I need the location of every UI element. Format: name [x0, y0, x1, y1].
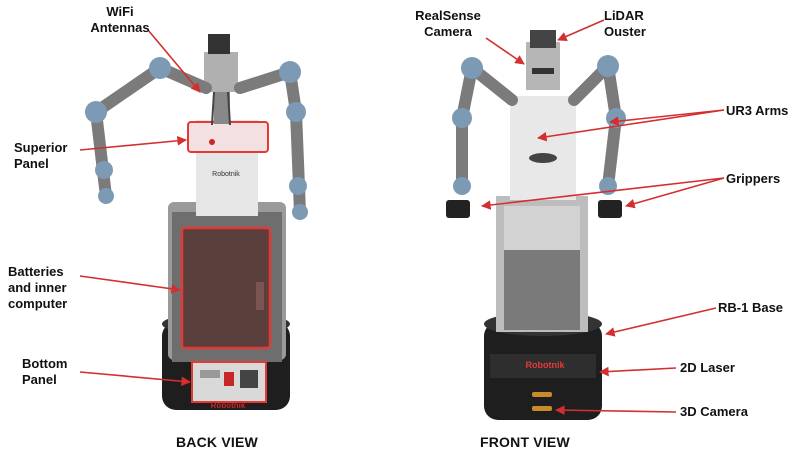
arrow-laser — [599, 366, 677, 377]
front-left-arm — [456, 62, 518, 192]
svg-text:Robotnik: Robotnik — [526, 360, 566, 370]
arrow-lidar — [557, 19, 605, 41]
label-batteries: Batteries and inner computer — [8, 264, 67, 312]
label-rb1-base: RB-1 Base — [718, 300, 784, 315]
label-superior-panel-text: Superior Panel — [14, 140, 68, 171]
front-torso — [510, 96, 576, 200]
superior-panel — [187, 121, 269, 153]
batteries-panel — [180, 226, 272, 350]
label-ur3-arms: UR3 Arms — [726, 103, 789, 118]
label-bottom-panel-text: Bottom Panel — [22, 356, 68, 387]
front-head — [526, 42, 560, 90]
label-bottom-panel: Bottom Panel — [22, 356, 68, 388]
arrow-arms-left — [537, 109, 725, 142]
front-right-gripper — [598, 200, 622, 218]
back-right-arm — [234, 66, 306, 218]
label-wifi-antennas-text: WiFi Antennas — [90, 4, 150, 35]
label-lidar-text: LiDAR Ouster — [604, 8, 646, 39]
label-batteries-text: Batteries and inner computer — [8, 264, 68, 311]
arrow-arms-right — [609, 109, 725, 126]
label-3d-camera: 3D Camera — [680, 404, 748, 419]
arrow-grippers-left — [481, 177, 725, 210]
arrow-wifi — [147, 29, 201, 93]
arrow-base — [605, 307, 717, 337]
label-wifi-antennas: WiFi Antennas — [88, 4, 152, 36]
arrow-3dcamera — [555, 405, 677, 415]
label-grippers: Grippers — [726, 171, 781, 186]
arrow-superior — [79, 136, 187, 151]
svg-text:Robotnik: Robotnik — [212, 171, 240, 178]
arrow-grippers-right — [625, 177, 725, 209]
front-view-title: FRONT VIEW — [480, 434, 570, 450]
arrow-batteries — [79, 275, 181, 294]
front-view-robot: Robotnik — [446, 30, 626, 420]
label-realsense-text: RealSense Camera — [415, 8, 481, 39]
front-left-gripper — [446, 200, 470, 218]
front-right-arm — [568, 60, 622, 192]
label-superior-panel: Superior Panel — [14, 140, 67, 172]
back-view-title: BACK VIEW — [176, 434, 258, 450]
annotation-arrows — [79, 19, 725, 415]
label-lidar: LiDAR Ouster — [604, 8, 646, 40]
back-brand-mark: Robotnik — [211, 401, 246, 410]
arrow-bottom — [79, 371, 191, 386]
back-view-robot: Robotnik Robotnik — [85, 34, 308, 410]
label-2d-laser: 2D Laser — [680, 360, 735, 375]
back-left-arm — [90, 62, 212, 202]
arrow-realsense — [485, 37, 525, 65]
label-realsense: RealSense Camera — [408, 8, 488, 40]
